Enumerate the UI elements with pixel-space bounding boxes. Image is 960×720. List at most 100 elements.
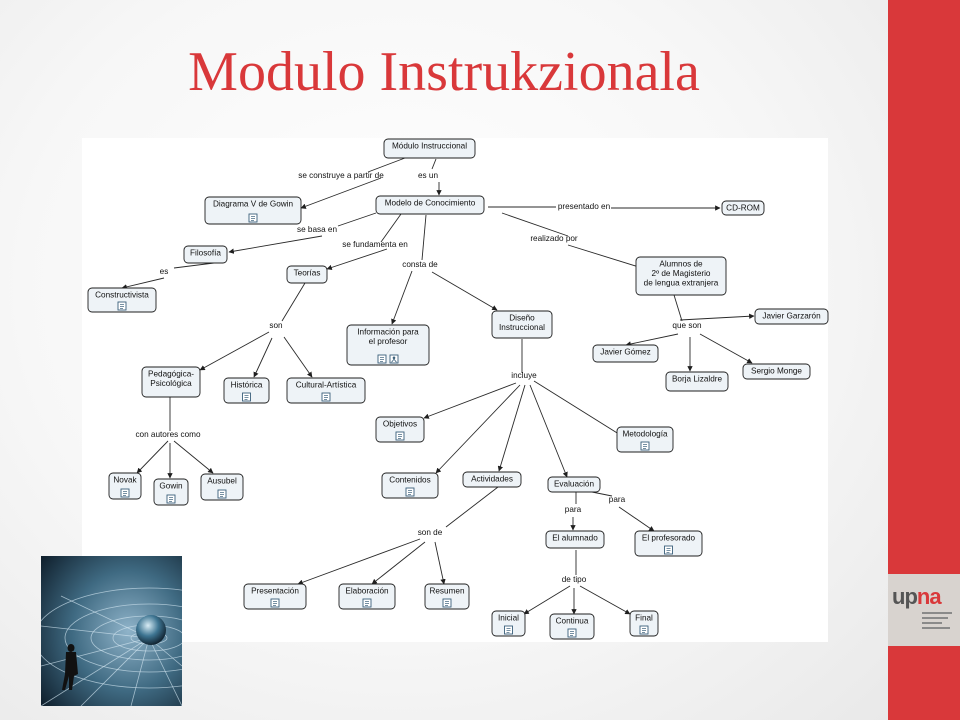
link-label: se construye a partir de	[298, 171, 384, 180]
concept-node-box	[200, 473, 244, 501]
concept-node-cultural[interactable]: Cultural-Artística	[286, 377, 366, 404]
concept-node-monge[interactable]: Sergio Monge	[742, 363, 811, 380]
document-icon[interactable]	[117, 301, 127, 311]
concept-node-metodologia[interactable]: Metodología	[616, 426, 674, 453]
document-icon[interactable]	[321, 392, 331, 402]
concept-node-box	[346, 324, 430, 366]
concept-node-label: Objetivos	[383, 420, 417, 429]
connector-arrow	[371, 541, 426, 585]
concept-node-label: Teorías	[294, 269, 321, 278]
concept-node-continua[interactable]: Continua	[549, 613, 595, 640]
link-label: de tipo	[562, 575, 587, 584]
concept-node-box	[108, 472, 142, 500]
document-icon[interactable]	[664, 545, 673, 555]
document-icon[interactable]	[242, 392, 251, 402]
document-icon[interactable]	[504, 625, 513, 635]
connector-line	[337, 212, 377, 227]
link-label: incluye	[511, 371, 537, 380]
concept-node-final[interactable]: Final	[629, 610, 659, 637]
document-icon[interactable]	[217, 489, 227, 499]
concept-node-constructivista[interactable]: Constructivista	[87, 287, 157, 313]
document-icon[interactable]	[442, 598, 452, 608]
concept-node-label: Continua	[556, 617, 589, 626]
concept-node-modelo[interactable]: Modelo de Conocimiento	[375, 195, 485, 215]
concept-node-lizaldre[interactable]: Borja Lizaldre	[665, 371, 729, 392]
connector-arrow	[173, 440, 214, 474]
concept-node-box	[754, 308, 829, 325]
concept-node-label: Novak	[113, 476, 137, 485]
concept-node-novak[interactable]: Novak	[108, 472, 142, 500]
concept-node-diagrama[interactable]: Diagrama V de Gowin	[204, 196, 302, 225]
connector-arrow	[529, 384, 568, 478]
concept-node-actividades[interactable]: Actividades	[462, 471, 522, 488]
document-icon[interactable]	[166, 494, 176, 504]
connector-arrow	[497, 384, 526, 472]
concept-node-label: Contenidos	[389, 476, 430, 485]
concept-node-garzaron[interactable]: Javier Garzarón	[754, 308, 829, 325]
connector-arrow	[579, 585, 631, 615]
concept-node-ausubel[interactable]: Ausubel	[200, 473, 244, 501]
link-label: que son	[672, 321, 702, 330]
connector-line	[445, 486, 499, 528]
document-icon[interactable]	[270, 598, 280, 608]
concept-node-evaluacion[interactable]: Evaluación	[547, 476, 601, 493]
concept-node-box	[204, 196, 302, 225]
concept-node-inicial[interactable]: Inicial	[491, 610, 526, 637]
document-icon[interactable]	[120, 488, 130, 498]
link-label: son	[269, 321, 283, 330]
document-icon[interactable]	[395, 431, 405, 441]
concept-node-label: Evaluación	[554, 480, 595, 489]
concept-node-label: Actividades	[471, 475, 513, 484]
concept-node-alumnado[interactable]: El alumnado	[545, 530, 605, 549]
concept-node-box	[549, 613, 595, 640]
logo-text-line	[922, 617, 948, 619]
document-icon[interactable]	[362, 598, 372, 608]
concept-node-objetivos[interactable]: Objetivos	[375, 416, 425, 443]
concept-node-box	[491, 310, 553, 339]
concept-node-filosofia[interactable]: Filosofía	[183, 245, 228, 264]
concept-node-box	[547, 476, 601, 493]
concept-node-elaboracion[interactable]: Elaboración	[338, 583, 396, 610]
concept-node-historica[interactable]: Histórica	[223, 377, 270, 404]
concept-node-label: Histórica	[231, 381, 263, 390]
concept-node-pedagogica[interactable]: Pedagógica-Psicológica	[141, 366, 201, 398]
concept-node-label: Filosofía	[190, 249, 221, 258]
concept-node-label: El profesorado	[642, 534, 696, 543]
connector-arrow	[326, 248, 388, 271]
concept-node-resumen[interactable]: Resumen	[424, 583, 470, 610]
concept-node-presentacion[interactable]: Presentación	[243, 583, 307, 610]
link-label: para	[565, 505, 582, 514]
upna-logo-accent: na	[916, 584, 942, 609]
concept-node-cdrom[interactable]: CD-ROM	[721, 200, 765, 216]
connector-arrow	[199, 331, 270, 371]
concept-node-modulo[interactable]: Módulo Instruccional	[383, 138, 476, 159]
concept-node-teorias[interactable]: Teorías	[286, 265, 328, 284]
concept-node-label: Inicial	[498, 614, 519, 623]
connector-arrow	[533, 380, 623, 437]
document-icon[interactable]	[405, 487, 415, 497]
document-icon[interactable]	[567, 628, 577, 638]
connector-line	[591, 491, 613, 497]
concept-node-gomez[interactable]: Javier Gómez	[592, 344, 659, 363]
concept-node-box	[592, 344, 659, 363]
upna-logo: upna	[892, 584, 942, 610]
document-icon[interactable]	[248, 213, 258, 223]
document-icon[interactable]	[377, 354, 387, 364]
document-icon[interactable]	[640, 441, 650, 451]
document-icon[interactable]	[639, 625, 649, 635]
concept-node-gowin[interactable]: Gowin	[153, 478, 189, 506]
concept-node-box	[665, 371, 729, 392]
concept-node-box	[491, 610, 526, 637]
concept-node-box	[424, 583, 470, 610]
connector-arrow	[136, 440, 169, 474]
concept-node-box	[153, 478, 189, 506]
concept-node-label: Javier Gómez	[600, 348, 651, 357]
concept-node-profesorado[interactable]: El profesorado	[634, 530, 703, 557]
concept-node-label: Modelo de Conocimiento	[385, 199, 476, 208]
concept-node-contenidos[interactable]: Contenidos	[381, 472, 439, 499]
